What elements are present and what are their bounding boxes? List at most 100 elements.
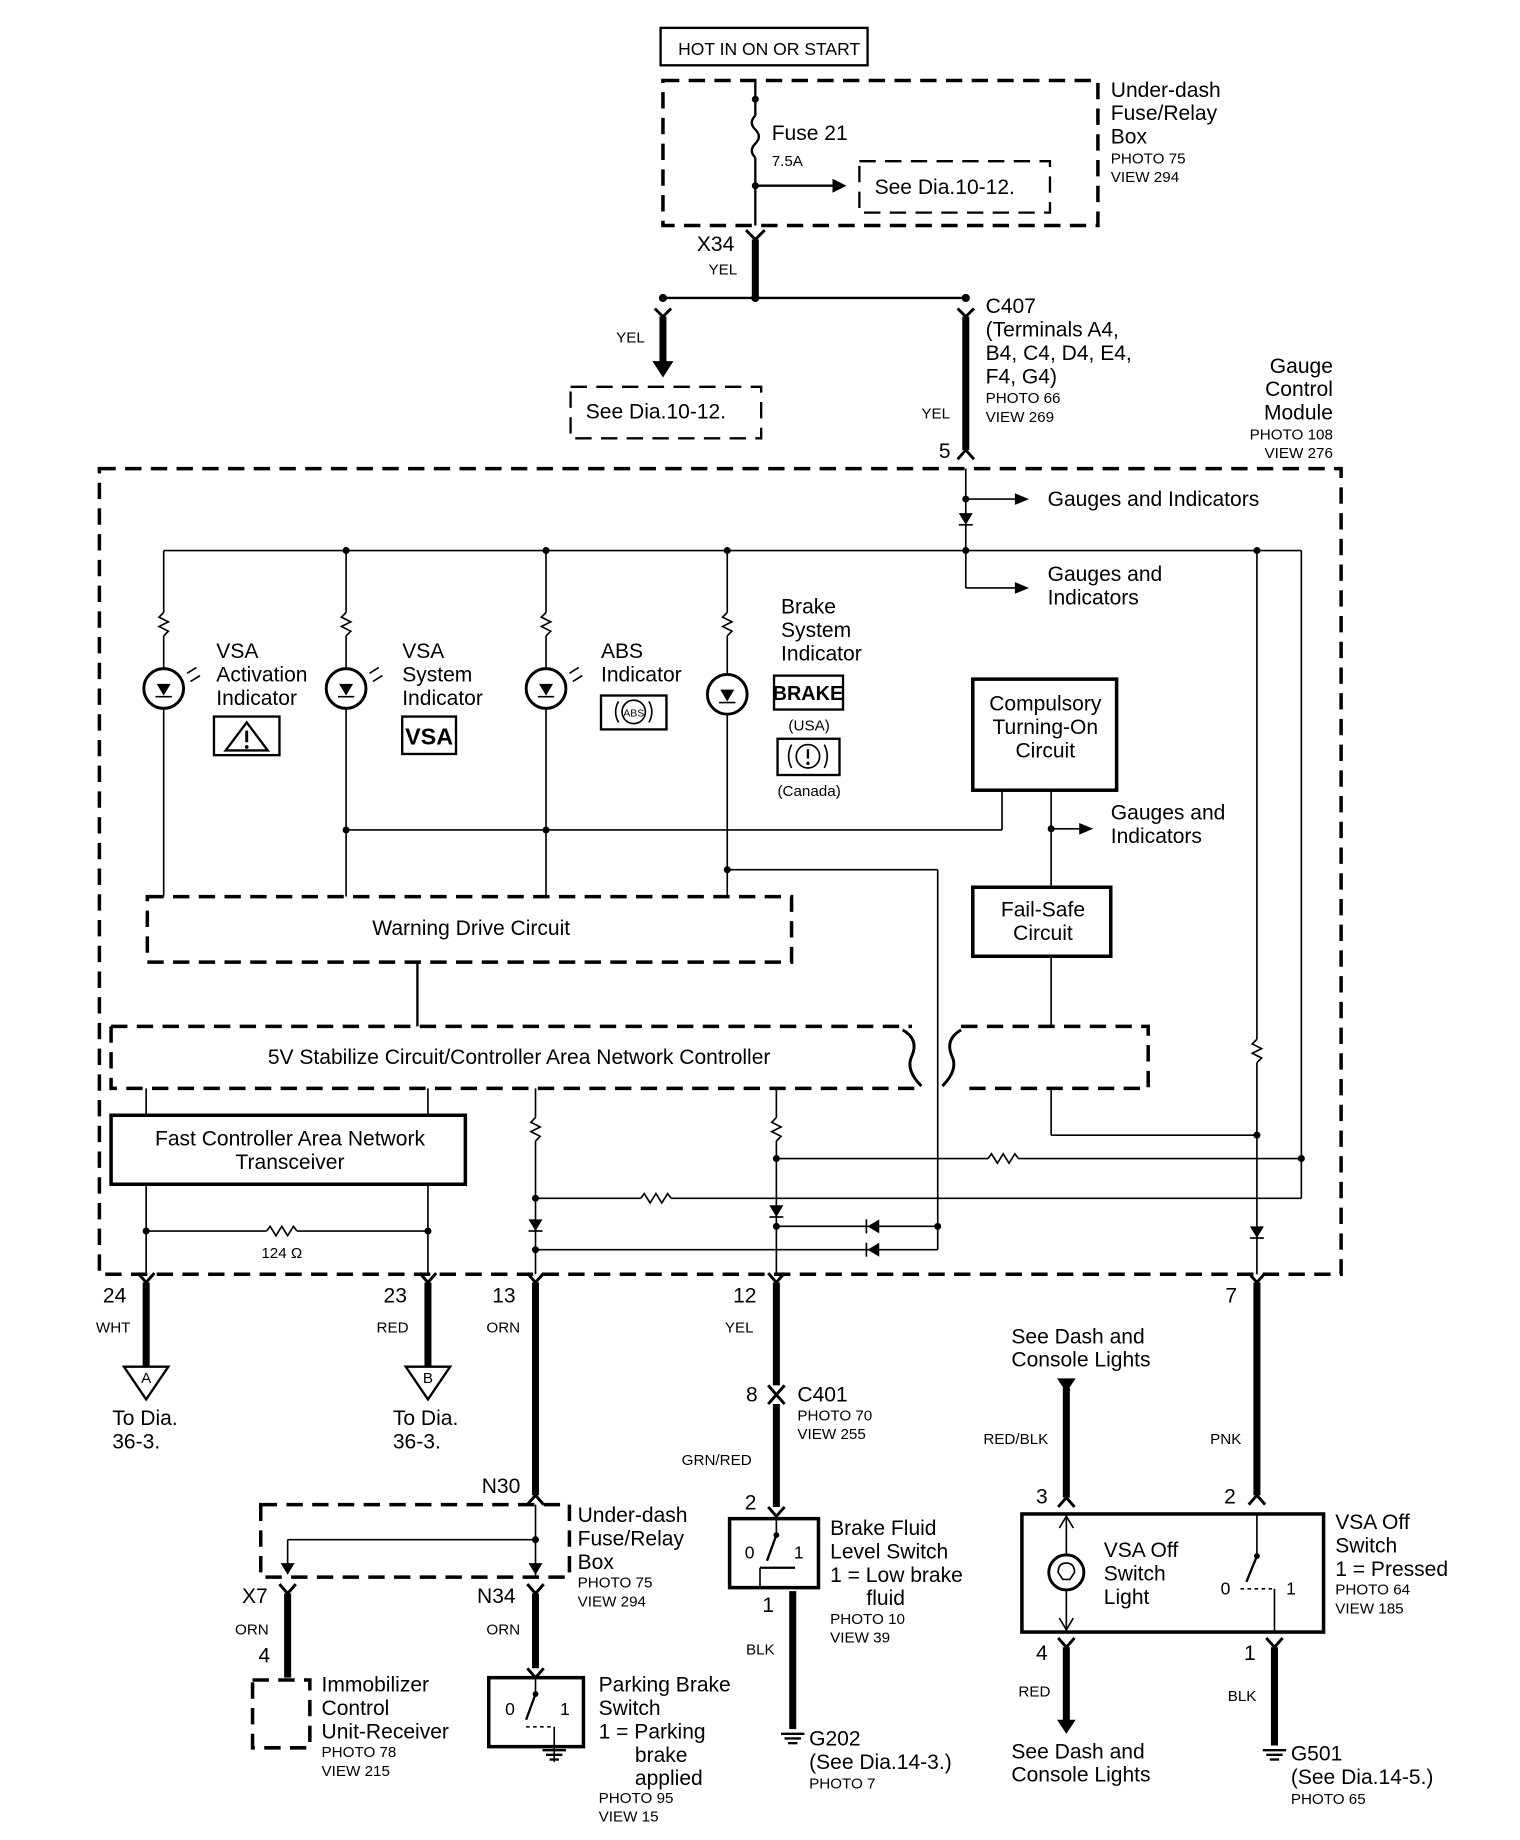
svg-text:PHOTO 108: PHOTO 108 <box>1250 426 1333 443</box>
brake-canada-icon <box>776 737 841 777</box>
svg-text:2: 2 <box>1224 1485 1236 1508</box>
svg-text:7: 7 <box>1225 1284 1237 1307</box>
svg-text:brake: brake <box>635 1744 688 1767</box>
svg-text:1: 1 <box>1286 1579 1296 1599</box>
see-dia-1: See Dia.10-12. <box>875 176 1015 199</box>
fast-can-transceiver-box <box>109 1113 468 1187</box>
svg-text:23: 23 <box>384 1284 407 1307</box>
svg-text:F4, G4): F4, G4) <box>986 365 1057 388</box>
svg-text:VSA: VSA <box>402 640 444 663</box>
svg-text:Level Switch: Level Switch <box>830 1540 948 1563</box>
svg-text:Activation: Activation <box>216 663 307 686</box>
led-icon <box>720 689 735 702</box>
svg-text:VSA: VSA <box>405 724 453 750</box>
svg-text:PHOTO 75: PHOTO 75 <box>578 1575 653 1592</box>
svg-text:Console Lights: Console Lights <box>1011 1349 1150 1372</box>
svg-text:Fuse/Relay: Fuse/Relay <box>1111 102 1218 125</box>
svg-text:(Terminals A4,: (Terminals A4, <box>986 319 1119 342</box>
svg-text:13: 13 <box>492 1284 515 1307</box>
stabilize-circuit-box <box>109 1024 1150 1091</box>
svg-text:Fuse/Relay: Fuse/Relay <box>578 1528 685 1551</box>
svg-text:VIEW 39: VIEW 39 <box>830 1630 890 1647</box>
svg-text:1 = Pressed: 1 = Pressed <box>1335 1558 1448 1581</box>
svg-text:B: B <box>423 1370 433 1387</box>
led-icon <box>339 683 354 696</box>
svg-text:ORN: ORN <box>235 1621 269 1638</box>
svg-text:VIEW 294: VIEW 294 <box>578 1593 646 1610</box>
svg-text:PHOTO 66: PHOTO 66 <box>986 390 1061 407</box>
light-rays-icon <box>186 666 583 683</box>
svg-text:1: 1 <box>1244 1642 1256 1665</box>
svg-text:1: 1 <box>762 1594 774 1617</box>
svg-text:Circuit: Circuit <box>1015 739 1075 762</box>
svg-text:To Dia.: To Dia. <box>112 1407 177 1430</box>
svg-text:PNK: PNK <box>1210 1431 1241 1448</box>
svg-text:124 Ω: 124 Ω <box>261 1245 302 1262</box>
svg-text:VIEW 294: VIEW 294 <box>1111 169 1179 186</box>
svg-text:Control: Control <box>1265 378 1333 401</box>
svg-text:Control: Control <box>322 1697 390 1720</box>
indicator-column-4 <box>705 550 749 897</box>
svg-text:24: 24 <box>103 1284 127 1307</box>
svg-text:PHOTO 95: PHOTO 95 <box>599 1790 674 1807</box>
svg-text:Transceiver: Transceiver <box>235 1151 344 1174</box>
pin-7-wire: 7 PNK <box>1210 1272 1267 1496</box>
fuse-relay-box-bottom <box>258 1502 572 1579</box>
gauges-label-1: Gauges and Indicators <box>1048 488 1260 511</box>
svg-text:G202: G202 <box>809 1727 860 1750</box>
see-dia-2: See Dia.10-12. <box>586 400 726 423</box>
svg-text:B4, C4, D4, E4,: B4, C4, D4, E4, <box>986 342 1132 365</box>
svg-text:ABS: ABS <box>601 640 643 663</box>
svg-text:PHOTO 10: PHOTO 10 <box>830 1611 905 1628</box>
svg-text:RED: RED <box>1018 1683 1050 1700</box>
svg-text:PHOTO 75: PHOTO 75 <box>1111 151 1186 168</box>
svg-text:See Dash and: See Dash and <box>1011 1740 1144 1763</box>
svg-text:See Dash and: See Dash and <box>1011 1325 1144 1348</box>
resistor-icon <box>265 1224 298 1238</box>
svg-text:Switch: Switch <box>1335 1535 1397 1558</box>
arrow-right-icon <box>832 178 847 193</box>
arrow-right-icon <box>1014 582 1029 594</box>
svg-text:1: 1 <box>560 1699 570 1719</box>
svg-text:(Canada): (Canada) <box>777 783 840 800</box>
svg-text:Gauges and: Gauges and <box>1111 801 1226 824</box>
svg-text:VSA: VSA <box>216 640 258 663</box>
svg-text:PHOTO 65: PHOTO 65 <box>1291 1791 1366 1808</box>
svg-text:System: System <box>781 619 851 642</box>
svg-text:Light: Light <box>1104 1586 1150 1609</box>
svg-text:1 = Low brake: 1 = Low brake <box>830 1564 963 1587</box>
svg-text:fluid: fluid <box>866 1587 905 1610</box>
svg-text:ORN: ORN <box>486 1320 520 1337</box>
svg-text:0: 0 <box>745 1542 755 1562</box>
svg-text:C407: C407 <box>986 295 1036 318</box>
svg-text:(USA): (USA) <box>788 718 829 735</box>
arrow-right-icon <box>1079 822 1094 835</box>
svg-text:Warning Drive Circuit: Warning Drive Circuit <box>372 917 570 940</box>
brake-badge-icon: BRAKE <box>773 674 845 711</box>
indicator-column-1 <box>142 550 186 897</box>
svg-text:Under-dash: Under-dash <box>1111 79 1221 102</box>
svg-text:PHOTO 7: PHOTO 7 <box>809 1776 875 1793</box>
svg-text:Indicators: Indicators <box>1111 825 1202 848</box>
svg-text:Box: Box <box>578 1551 615 1574</box>
fuse-name: Fuse 21 <box>772 122 848 145</box>
svg-text:Switch: Switch <box>1104 1563 1166 1586</box>
led-icon <box>156 683 171 696</box>
svg-text:Indicator: Indicator <box>601 663 682 686</box>
arrow-down-icon <box>1056 1378 1076 1393</box>
svg-text:YEL: YEL <box>725 1320 754 1337</box>
svg-text:System: System <box>402 663 472 686</box>
svg-text:BLK: BLK <box>746 1641 775 1658</box>
svg-text:X7: X7 <box>242 1585 268 1608</box>
svg-text:5V Stabilize Circuit/Controlle: 5V Stabilize Circuit/Controller Area Net… <box>268 1046 771 1069</box>
svg-text:Gauges and: Gauges and <box>1048 563 1163 586</box>
ground-icon <box>1262 1748 1287 1761</box>
pin-13-wire: 13 ORN N30 <box>482 1272 545 1506</box>
bulb-icon <box>1047 1553 1086 1592</box>
diode-icon <box>958 513 973 525</box>
ground-icon <box>781 1732 805 1745</box>
svg-text:12: 12 <box>733 1284 756 1307</box>
gauge-control-module-label: Gauge Control Module PHOTO 108 VIEW 276 <box>1250 355 1333 462</box>
warning-drive-circuit-box <box>145 894 794 964</box>
